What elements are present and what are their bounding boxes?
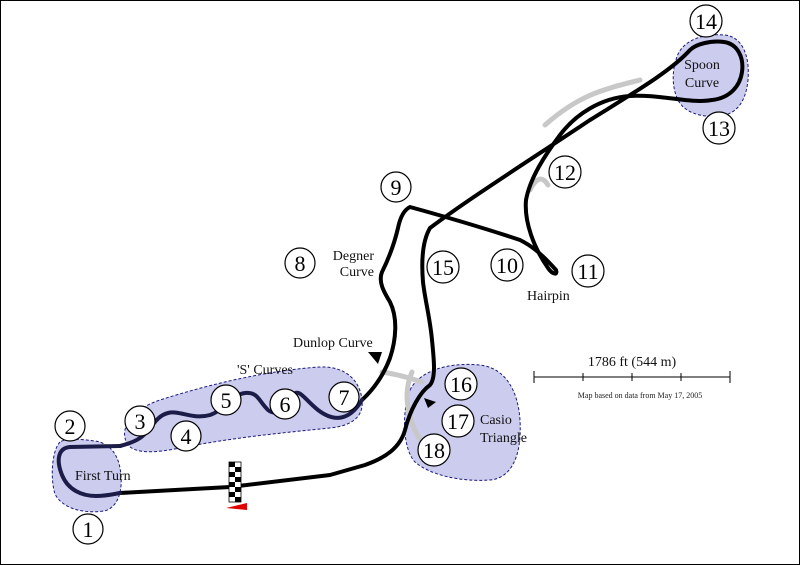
svg-text:16: 16 — [450, 372, 472, 397]
svg-text:8: 8 — [295, 251, 306, 276]
label-spoon: Spoon — [684, 58, 720, 73]
svg-text:9: 9 — [391, 175, 402, 200]
label-first-turn: First Turn — [75, 469, 131, 484]
corner-marker: 5 — [210, 384, 242, 416]
svg-text:5: 5 — [221, 388, 232, 413]
svg-text:6: 6 — [280, 392, 291, 417]
corner-marker: 14 — [689, 4, 723, 38]
track-first-turn — [56, 444, 122, 498]
svg-text:10: 10 — [496, 253, 518, 278]
scale-label: 1786 ft (544 m) — [588, 355, 677, 370]
svg-text:1: 1 — [83, 517, 94, 542]
direction-arrow-icon — [368, 352, 382, 364]
corner-marker: 18 — [417, 433, 451, 467]
old-section-hairpin — [542, 77, 643, 128]
svg-text:18: 18 — [423, 438, 445, 463]
label-casio: Casio — [480, 413, 512, 428]
svg-text:11: 11 — [577, 259, 598, 284]
corner-marker: 8 — [284, 247, 316, 279]
corner-marker: 7 — [328, 381, 360, 413]
corner-markers: 1 2 3 4 5 6 7 8 9 10 11 12 13 14 15 16 1… — [54, 4, 736, 545]
start-pennant-icon — [226, 503, 247, 510]
corner-marker: 1 — [72, 513, 104, 545]
corner-marker: 16 — [444, 367, 478, 401]
scale-note: Map based on data from May 17, 2005 — [578, 391, 702, 400]
corner-marker: 13 — [702, 111, 736, 145]
track-main — [118, 39, 745, 495]
corner-marker: 6 — [269, 388, 301, 420]
svg-text:14: 14 — [695, 9, 717, 34]
corner-marker: 2 — [54, 410, 86, 442]
direction-arrow-icon — [424, 398, 436, 408]
checkered-flag-icon — [228, 461, 242, 503]
label-dunlop-curve: Dunlop Curve — [293, 336, 373, 351]
scale-bar: 1786 ft (544 m) Map based on data from M… — [533, 355, 731, 400]
svg-text:12: 12 — [554, 160, 576, 185]
svg-text:17: 17 — [447, 409, 469, 434]
label-degner: Degner — [333, 249, 375, 264]
corner-marker: 10 — [490, 248, 524, 282]
label-casio-triangle: Triangle — [480, 431, 527, 446]
corner-marker: 12 — [548, 155, 582, 189]
label-degner-curve: Curve — [340, 265, 374, 280]
corner-marker: 9 — [380, 171, 412, 203]
corner-marker: 4 — [170, 420, 202, 452]
svg-text:13: 13 — [708, 116, 730, 141]
svg-text:2: 2 — [65, 414, 76, 439]
corner-marker: 15 — [426, 250, 460, 284]
svg-text:4: 4 — [181, 424, 192, 449]
corner-marker: 17 — [441, 404, 475, 438]
corner-marker: 11 — [571, 254, 605, 288]
label-hairpin: Hairpin — [527, 289, 570, 304]
svg-text:7: 7 — [339, 385, 350, 410]
label-s-curves: 'S' Curves — [237, 363, 293, 378]
svg-text:3: 3 — [135, 409, 146, 434]
corner-marker: 3 — [124, 405, 156, 437]
svg-text:15: 15 — [432, 255, 454, 280]
section-labels: First Turn 'S' Curves Dunlop Curve Degne… — [75, 58, 720, 484]
label-spoon-curve: Curve — [685, 76, 719, 91]
start-finish — [226, 461, 247, 510]
